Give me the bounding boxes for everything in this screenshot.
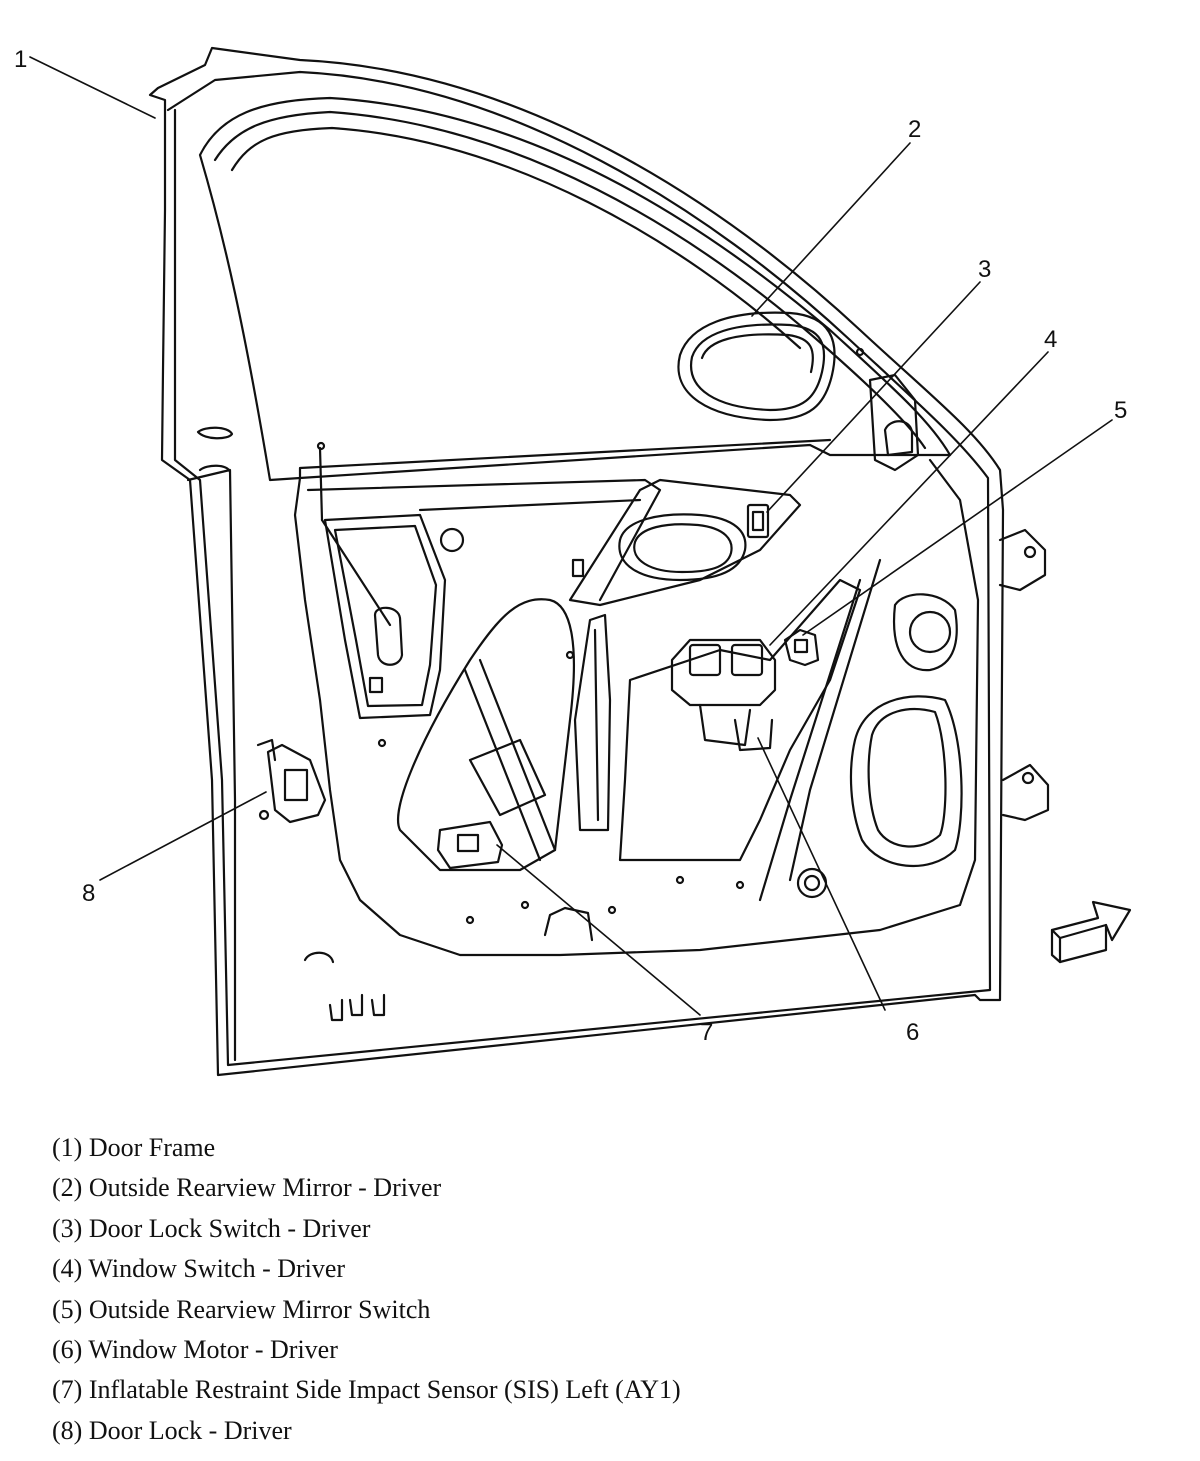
leader-line-4	[769, 351, 1049, 646]
legend-item: (7) Inflatable Restraint Side Impact Sen…	[52, 1375, 681, 1405]
parts-legend: (1) Door Frame (2) Outside Rearview Mirr…	[52, 1128, 681, 1451]
callout-5: 5	[1114, 397, 1127, 424]
window-frame	[198, 96, 952, 482]
legend-item: (6) Window Motor - Driver	[52, 1335, 338, 1365]
door-handle-bezel	[568, 478, 802, 607]
leader-lines	[29, 56, 1113, 1016]
callout-1: 1	[14, 46, 27, 73]
legend-item: (5) Outside Rearview Mirror Switch	[52, 1294, 431, 1324]
callout-7: 7	[700, 1019, 713, 1046]
lock-rod	[316, 441, 404, 666]
callout-2: 2	[908, 116, 921, 143]
outside-rearview-mirror	[677, 311, 836, 422]
legend-item: (3) Door Lock Switch - Driver	[52, 1213, 371, 1243]
speaker-openings	[796, 593, 963, 899]
callout-6: 6	[906, 1019, 919, 1046]
inner-door-panel	[293, 458, 980, 957]
window-switch-assembly	[670, 638, 777, 752]
leader-line-5	[802, 419, 1113, 636]
door-frame-outline	[148, 46, 1005, 1077]
forward-arrow-icon	[1050, 900, 1132, 964]
leader-line-8	[99, 791, 267, 881]
door-illustration: 1 2 3 4 5 6 7 8	[14, 46, 1132, 1077]
leader-line-6	[757, 737, 886, 1011]
callout-4: 4	[1044, 326, 1057, 353]
leader-line-3	[766, 281, 981, 513]
callout-3: 3	[978, 256, 991, 283]
side-impact-sensor	[436, 820, 504, 870]
legend-item: (1) Door Frame	[52, 1133, 216, 1162]
hinge-brackets	[998, 528, 1050, 822]
door-lock	[256, 738, 327, 824]
mirror-switch	[783, 628, 820, 667]
window-regulator	[377, 558, 882, 925]
legend-item: (4) Window Switch - Driver	[52, 1254, 346, 1284]
leader-line-1	[29, 56, 156, 119]
callout-8: 8	[82, 880, 95, 907]
door-diagram: 1 2 3 4 5 6 7 8	[14, 46, 1132, 1077]
leader-line-2	[751, 142, 911, 317]
legend-item: (2) Outside Rearview Mirror - Driver	[52, 1173, 442, 1203]
leader-line-7	[496, 844, 701, 1016]
callout-numbers: 1 2 3 4 5 6 7 8	[14, 46, 1127, 1046]
legend-item: (8) Door Lock - Driver	[52, 1415, 292, 1445]
pillar-latch	[855, 347, 920, 472]
